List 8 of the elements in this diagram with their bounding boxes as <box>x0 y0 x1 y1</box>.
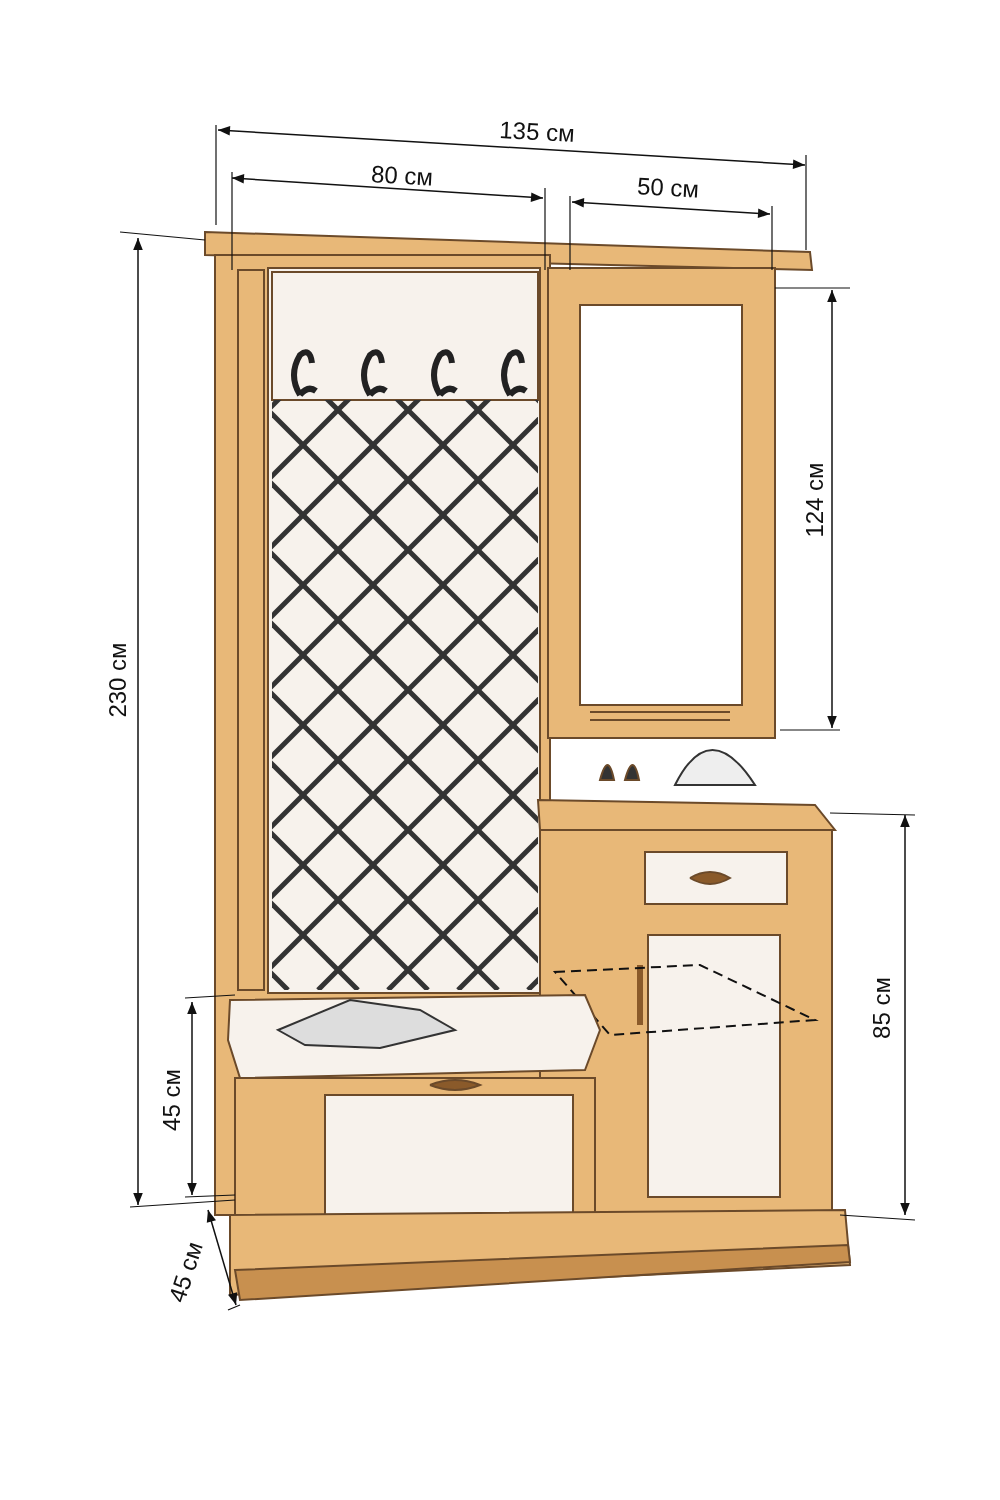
dimension-label: 45 см <box>165 1238 207 1306</box>
dimension-label: 124 см <box>803 462 827 538</box>
dimension-label: 80 см <box>370 162 434 190</box>
dimension-label: 85 см <box>870 977 894 1039</box>
dimension-label: 45 см <box>160 1069 184 1131</box>
dimension-label: 230 см <box>106 642 130 718</box>
dimension-label: 135 см <box>498 118 576 146</box>
dimension-label: 50 см <box>636 174 700 202</box>
